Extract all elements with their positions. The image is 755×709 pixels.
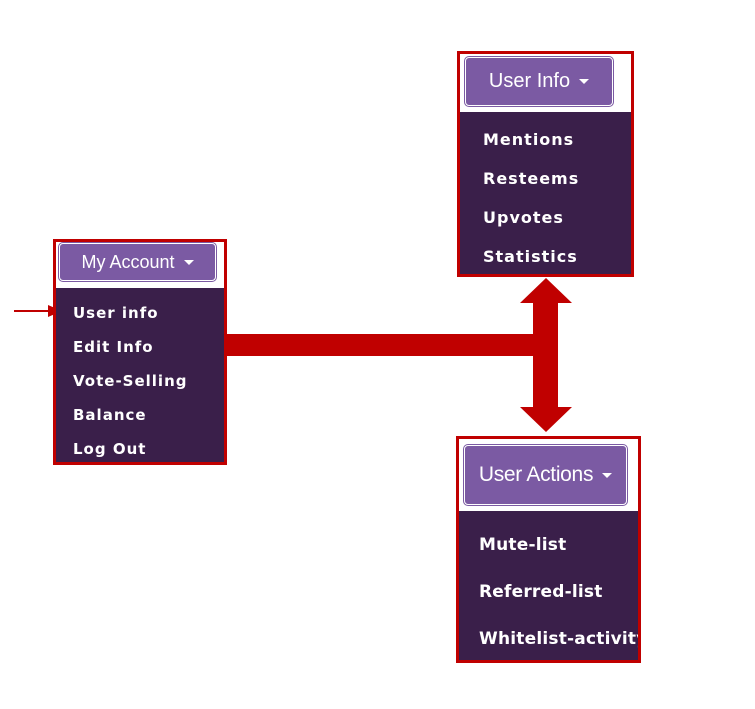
arrowhead-down bbox=[520, 407, 572, 432]
user-actions-button[interactable]: User Actions bbox=[464, 445, 627, 505]
user-info-button-label: User Info bbox=[488, 70, 571, 92]
menu-item-log-out[interactable]: Log Out bbox=[73, 440, 147, 458]
menu-item-statistics[interactable]: Statistics bbox=[483, 247, 578, 266]
chevron-down-icon bbox=[602, 472, 613, 478]
user-info-button[interactable]: User Info bbox=[465, 57, 613, 106]
menu-item-referred-list[interactable]: Referred-list bbox=[479, 582, 603, 602]
connector-bar bbox=[224, 334, 546, 356]
chevron-down-icon bbox=[579, 79, 590, 84]
user-actions-button-label: User Actions bbox=[478, 463, 594, 486]
menu-item-resteems[interactable]: Resteems bbox=[483, 169, 580, 188]
my-account-dropdown: My Account User info Edit Info Vote-Sell… bbox=[53, 239, 227, 465]
menu-item-user-info[interactable]: User info bbox=[73, 304, 159, 322]
my-account-button-label: My Account bbox=[81, 251, 175, 272]
arrowhead-up bbox=[520, 278, 572, 303]
user-info-dropdown: User Info Mentions Resteems Upvotes Stat… bbox=[457, 51, 634, 277]
my-account-button[interactable]: My Account bbox=[59, 243, 216, 281]
double-arrow-shaft bbox=[533, 300, 558, 410]
menu-item-whitelist-activity[interactable]: Whitelist-activity bbox=[479, 629, 641, 649]
user-actions-dropdown: User Actions Mute-list Referred-list Whi… bbox=[456, 436, 641, 663]
menu-item-vote-selling[interactable]: Vote-Selling bbox=[73, 372, 188, 390]
menu-item-mentions[interactable]: Mentions bbox=[483, 130, 575, 149]
menu-item-mute-list[interactable]: Mute-list bbox=[479, 535, 567, 555]
chevron-down-icon bbox=[183, 259, 194, 265]
menu-item-edit-info[interactable]: Edit Info bbox=[73, 338, 154, 356]
menu-item-upvotes[interactable]: Upvotes bbox=[483, 208, 564, 227]
menu-item-balance[interactable]: Balance bbox=[73, 406, 147, 424]
